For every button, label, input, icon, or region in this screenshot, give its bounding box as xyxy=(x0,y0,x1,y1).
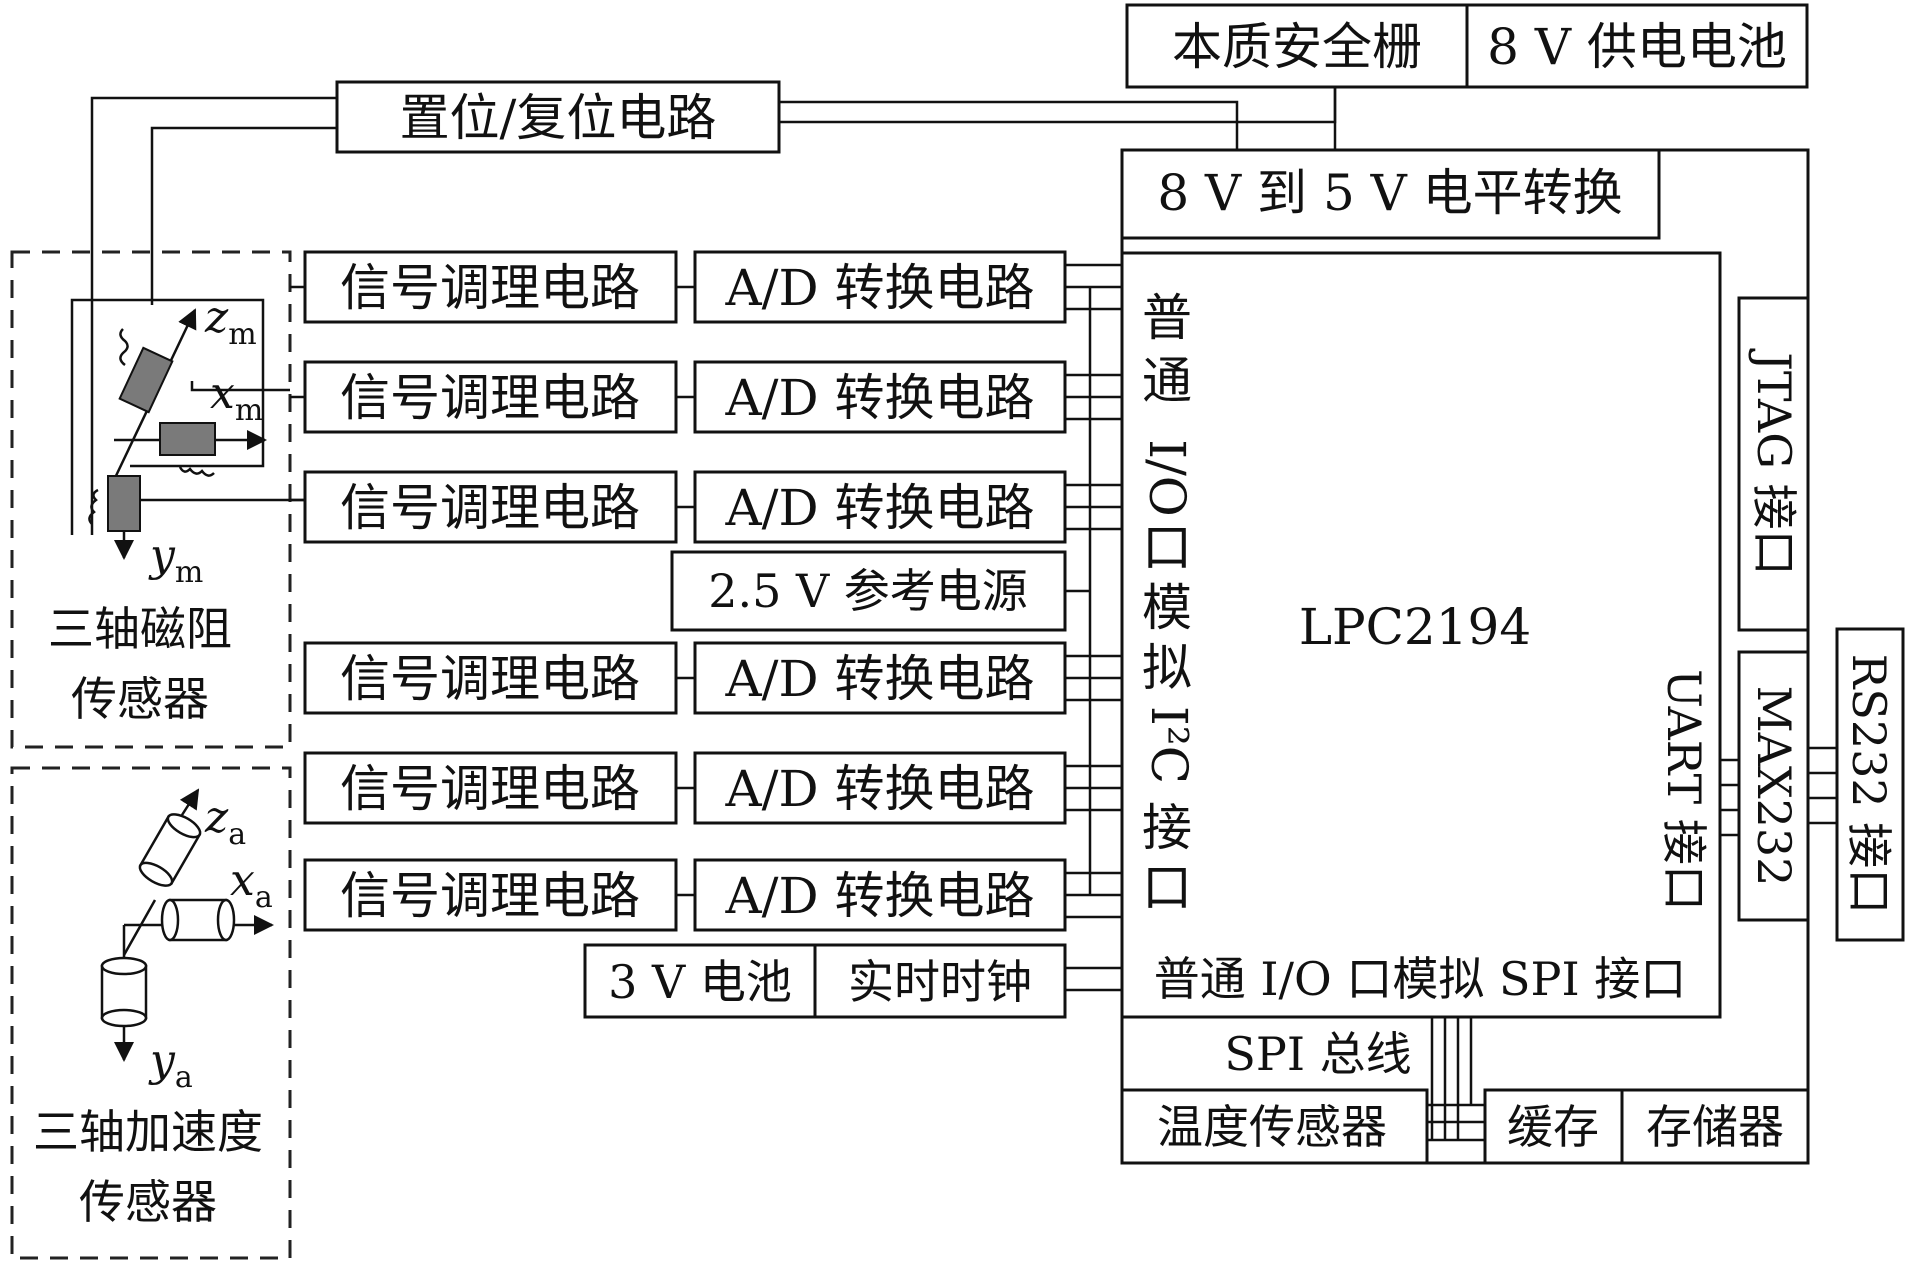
signal-conditioning-label: 信号调理电路 xyxy=(340,650,640,708)
rtc-label: 实时时钟 xyxy=(848,955,1032,1009)
xm-label: xm xyxy=(210,368,263,428)
supply-battery-label: 8 V 供电电池 xyxy=(1487,18,1787,76)
spi-bus-label: SPI 总线 xyxy=(1224,1027,1411,1081)
set-reset-to-mcu-wire-2 xyxy=(779,87,1337,124)
lpc2194-label: LPC2194 xyxy=(1299,598,1531,656)
channel-4: 信号调理电路 A/D 转换电路 xyxy=(303,641,1122,715)
svg-text:接: 接 xyxy=(1142,799,1192,857)
reference-supply-box xyxy=(670,550,1067,632)
xm-sensor xyxy=(159,422,216,456)
level-shift-box xyxy=(1120,148,1661,240)
adc-label: A/D 转换电路 xyxy=(725,369,1035,427)
za-cylinder xyxy=(138,813,202,887)
jtag-box xyxy=(1737,296,1810,632)
rs232-box xyxy=(1835,627,1905,942)
reference-bus-wire xyxy=(1065,287,1092,895)
set-reset-to-mcu-wire-1 xyxy=(779,100,1239,150)
signal-conditioning-label: 信号调理电路 xyxy=(340,760,640,818)
magnetic-sensor-frame xyxy=(70,298,265,535)
uart-label: UART 接口 xyxy=(1657,669,1711,911)
channel-2: 信号调理电路 A/D 转换电路 xyxy=(303,360,1122,434)
accel-sensor-label-2: 传感器 xyxy=(79,1175,217,1229)
ym-coil xyxy=(88,488,99,525)
set-reset-wire-inner xyxy=(150,126,337,305)
signal-conditioning-label: 信号调理电路 xyxy=(340,479,640,537)
signal-conditioning-label: 信号调理电路 xyxy=(340,259,640,317)
rs232-label: RS232 接口 xyxy=(1842,654,1896,915)
level-shift-label: 8 V 到 5 V 电平转换 xyxy=(1157,164,1622,222)
svg-text:I/O: I/O xyxy=(1138,439,1196,517)
intrinsic-safety-barrier-label: 本质安全栅 xyxy=(1172,18,1422,76)
max232-label: MAX232 xyxy=(1747,686,1801,887)
adc-label: A/D 转换电路 xyxy=(725,867,1035,925)
cache-label: 缓存 xyxy=(1507,1100,1599,1154)
temp-sensor-box xyxy=(1120,1088,1429,1165)
magnetic-sensor-label-1: 三轴磁阻 xyxy=(48,602,232,656)
storage-box xyxy=(1620,1088,1810,1165)
adc-label: A/D 转换电路 xyxy=(725,259,1035,317)
supply-battery-box xyxy=(1465,3,1809,89)
ya-cylinder xyxy=(100,956,148,1028)
xa-label: xa xyxy=(230,855,273,915)
cache-box xyxy=(1483,1088,1624,1165)
adc-label: A/D 转换电路 xyxy=(725,760,1035,818)
gpio-spi-label: 普通 I/O 口模拟 SPI 接口 xyxy=(1154,952,1687,1006)
set-reset-wire-outer xyxy=(90,96,337,535)
intrinsic-safety-barrier-box xyxy=(1125,3,1469,89)
channel-1: 信号调理电路 A/D 转换电路 xyxy=(303,250,1122,324)
storage-label: 存储器 xyxy=(1646,1100,1784,1154)
za-axis-line xyxy=(122,790,198,956)
ym-sensor xyxy=(107,475,141,532)
za-label: za xyxy=(204,792,246,852)
svg-text:模: 模 xyxy=(1142,579,1192,637)
set-reset-circuit-box xyxy=(335,80,781,154)
magnetic-sensor-label-2: 传感器 xyxy=(71,672,209,726)
spi-temp-wire xyxy=(1427,1103,1485,1142)
channel-3: 信号调理电路 A/D 转换电路 xyxy=(303,470,1122,544)
svg-text:通: 通 xyxy=(1142,352,1192,410)
svg-text:拟: 拟 xyxy=(1142,639,1192,697)
rtc-battery-label: 3 V 电池 xyxy=(608,955,792,1009)
xa-cylinder xyxy=(160,898,236,942)
ym-label: ym xyxy=(148,530,203,590)
xm-coil xyxy=(178,466,215,477)
set-reset-circuit-label: 置位/复位电路 xyxy=(400,89,717,147)
accel-sensor-label-1: 三轴加速度 xyxy=(33,1105,263,1159)
channel-5: 信号调理电路 A/D 转换电路 xyxy=(303,751,1122,825)
zm-sensor xyxy=(118,346,174,414)
xm-stub xyxy=(190,381,290,392)
accel-sensor-region xyxy=(10,766,292,1260)
signal-conditioning-label: 信号调理电路 xyxy=(340,369,640,427)
ya-label: ya xyxy=(148,1035,193,1095)
adc-label: A/D 转换电路 xyxy=(725,479,1035,537)
svg-text:口: 口 xyxy=(1142,859,1192,917)
jtag-label: JTAG 接口 xyxy=(1747,348,1801,575)
gpio-i2c-label: 普 通 I/O 口 模 拟 I²C 接 口 xyxy=(1138,289,1198,917)
reference-supply-label: 2.5 V 参考电源 xyxy=(708,564,1028,618)
zm-label: zm xyxy=(204,292,257,352)
rtc-box xyxy=(813,943,1067,1019)
zm-coil xyxy=(119,328,129,366)
temp-sensor-label: 温度传感器 xyxy=(1157,1100,1387,1154)
adc-label: A/D 转换电路 xyxy=(725,650,1035,708)
svg-text:口: 口 xyxy=(1142,519,1192,577)
svg-text:普: 普 xyxy=(1142,289,1192,347)
signal-conditioning-label: 信号调理电路 xyxy=(340,867,640,925)
rtc-battery-box xyxy=(583,943,817,1019)
channel-6: 信号调理电路 A/D 转换电路 xyxy=(303,858,1122,932)
lpc2194-chip xyxy=(1120,251,1722,1019)
svg-text:I²C: I²C xyxy=(1140,706,1198,784)
